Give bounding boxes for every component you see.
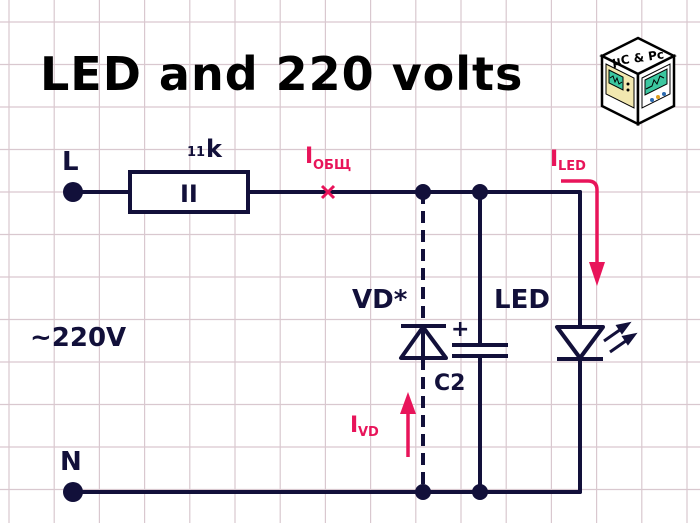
label-led: LED: [494, 285, 550, 315]
capacitor-c2-icon: [452, 343, 508, 358]
current-label-vd: I VD: [350, 413, 379, 440]
terminal-n: [63, 482, 83, 502]
label-vd: VD*: [352, 285, 408, 315]
junction-cap-top: [472, 184, 488, 200]
current-arrowhead-led-icon: [589, 262, 605, 286]
current-label-led: I LED: [550, 147, 586, 174]
junction-vd-bottom: [415, 484, 431, 500]
diode-vd-icon: [399, 324, 448, 360]
junction-vd-top: [415, 184, 431, 200]
junction-cap-bottom: [472, 484, 488, 500]
label-c2: C2: [434, 371, 465, 396]
current-arrowhead-vd-icon: [400, 392, 416, 414]
svg-text:I: I: [305, 144, 313, 169]
resistor-value-unit: k: [206, 135, 223, 163]
svg-text:VD: VD: [358, 425, 379, 440]
label-l: L: [62, 147, 79, 177]
label-n: N: [60, 447, 82, 477]
current-marker-x-icon: [320, 184, 336, 200]
led-icon: [555, 325, 605, 361]
svg-text:I: I: [350, 413, 358, 438]
current-label-total: I ОБЩ: [305, 144, 351, 173]
led-light-rays-icon: [603, 321, 638, 354]
svg-text:LED: LED: [558, 159, 586, 174]
svg-text:ОБЩ: ОБЩ: [313, 158, 351, 173]
svg-text:I: I: [550, 147, 558, 172]
wires: [71, 190, 582, 494]
resistor: [128, 170, 250, 214]
resistor-value-prefix: 11: [187, 145, 205, 160]
terminal-l: [63, 182, 83, 202]
current-arrow-led-icon: [561, 179, 599, 278]
resistor-marking: II: [180, 180, 198, 208]
title: LED and 220 volts: [40, 47, 523, 101]
capacitor-plus: +: [451, 317, 469, 342]
logo-cube-icon: μC & Pc: [599, 36, 677, 127]
label-supply: ~220V: [30, 323, 126, 353]
